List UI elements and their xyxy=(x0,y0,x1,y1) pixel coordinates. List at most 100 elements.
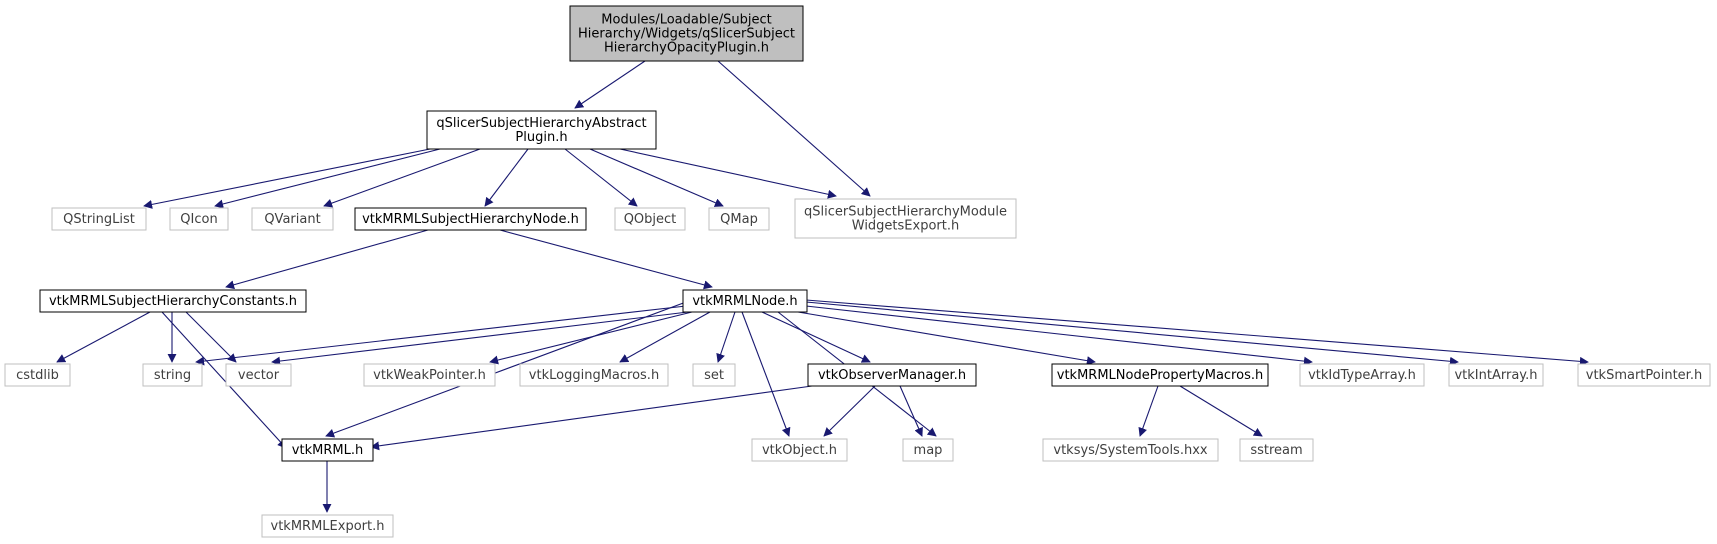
node-constants[interactable]: vtkMRMLSubjectHierarchyConstants.h xyxy=(39,289,307,313)
edge-abstract-to-qstringlist xyxy=(143,148,431,209)
node-qstringlist: QStringList xyxy=(51,207,147,231)
node-box xyxy=(692,363,736,387)
node-set: set xyxy=(692,363,736,387)
edge-mrmlnode-to-propmacros xyxy=(797,311,1096,366)
node-propmacros[interactable]: vtkMRMLNodePropertyMacros.h xyxy=(1051,363,1269,387)
node-box xyxy=(1448,363,1544,387)
edge-observer-to-vtkobject xyxy=(823,385,876,437)
edge-mrmlnode-to-observer xyxy=(761,311,871,363)
node-label: QObject xyxy=(624,212,677,227)
edge-mrmlnode-to-vtkobject xyxy=(741,311,791,437)
node-weakptr: vtkWeakPointer.h xyxy=(363,363,496,387)
edge-abstract-to-qmap xyxy=(589,148,724,207)
node-label: vtkObject.h xyxy=(762,443,837,458)
node-box xyxy=(363,363,496,387)
node-systemtools: vtksys/SystemTools.hxx xyxy=(1042,438,1219,462)
graph-nodes: Modules/Loadable/SubjectHierarchy/Widget… xyxy=(4,5,1711,538)
node-label: cstdlib xyxy=(16,368,59,383)
node-box xyxy=(682,289,808,313)
node-box xyxy=(519,363,669,387)
node-label: vtkMRMLNode.h xyxy=(692,294,797,309)
edge-abstract-to-qobject xyxy=(564,148,638,207)
edge-constants-to-mrml xyxy=(161,311,287,449)
edge-abstract-to-qvariant xyxy=(323,148,481,208)
edge-propmacros-to-systemtools xyxy=(1138,385,1159,437)
node-mrml[interactable]: vtkMRML.h xyxy=(281,438,374,462)
node-shnode[interactable]: vtkMRMLSubjectHierarchyNode.h xyxy=(354,207,587,231)
node-string: string xyxy=(142,363,203,387)
node-label: set xyxy=(704,368,724,383)
node-box xyxy=(902,438,954,462)
edge-constants-to-cstdlib xyxy=(56,311,151,363)
node-label: vector xyxy=(238,368,280,383)
node-label: qSlicerSubjectHierarchyModule xyxy=(804,205,1007,220)
dependency-edges xyxy=(56,60,1589,513)
node-box xyxy=(614,207,686,231)
edge-mrmlnode-to-weakptr xyxy=(489,311,693,365)
edge-mrmlnode-to-string xyxy=(195,305,687,366)
node-qobject: QObject xyxy=(614,207,686,231)
node-vtkobject: vtkObject.h xyxy=(751,438,848,462)
edge-main-to-export xyxy=(717,60,871,197)
node-box xyxy=(794,198,1017,239)
node-label: vtkMRML.h xyxy=(292,443,363,458)
node-qvariant: QVariant xyxy=(251,207,334,231)
node-label: vtksys/SystemTools.hxx xyxy=(1053,443,1208,458)
edge-mrmlnode-to-idtype xyxy=(805,305,1313,366)
edge-shnode-to-constants xyxy=(225,229,429,290)
node-box xyxy=(354,207,587,231)
node-box xyxy=(751,438,848,462)
node-label: vtkIdTypeArray.h xyxy=(1308,368,1416,383)
node-label: qSlicerSubjectHierarchyAbstract xyxy=(436,116,646,131)
node-box xyxy=(281,438,374,462)
node-label: string xyxy=(154,368,191,383)
node-export: qSlicerSubjectHierarchyModuleWidgetsExpo… xyxy=(794,198,1017,239)
node-observer[interactable]: vtkObserverManager.h xyxy=(807,363,977,387)
node-label: vtkMRMLSubjectHierarchyConstants.h xyxy=(49,294,297,309)
node-label: Modules/Loadable/Subject xyxy=(601,13,771,28)
node-label: vtkMRMLExport.h xyxy=(271,519,385,534)
edge-mrmlnode-to-mrml xyxy=(325,301,687,438)
node-label: Plugin.h xyxy=(515,130,567,145)
node-label: vtkWeakPointer.h xyxy=(373,368,486,383)
node-mrmlexport: vtkMRMLExport.h xyxy=(261,514,394,538)
node-mrmlnode[interactable]: vtkMRMLNode.h xyxy=(682,289,808,313)
node-label: Hierarchy/Widgets/qSlicerSubject xyxy=(578,27,795,42)
node-box xyxy=(708,207,770,231)
node-box xyxy=(426,110,657,150)
edge-mrmlnode-to-set xyxy=(716,311,736,363)
node-label: vtkSmartPointer.h xyxy=(1586,368,1702,383)
node-qmap: QMap xyxy=(708,207,770,231)
node-box xyxy=(807,363,977,387)
edge-mrmlnode-to-intarray xyxy=(805,301,1459,366)
edge-abstract-to-qicon xyxy=(214,148,441,209)
node-box xyxy=(142,363,203,387)
node-box xyxy=(569,5,804,62)
edge-abstract-to-shnode xyxy=(484,148,529,207)
edge-observer-to-mrml xyxy=(370,385,813,451)
node-box xyxy=(1051,363,1269,387)
node-cstdlib: cstdlib xyxy=(4,363,71,387)
node-box xyxy=(1299,363,1425,387)
node-label: vtkObserverManager.h xyxy=(818,368,966,383)
edge-abstract-to-export xyxy=(619,148,837,199)
edge-observer-to-map xyxy=(899,385,923,437)
node-idtype: vtkIdTypeArray.h xyxy=(1299,363,1425,387)
node-main: Modules/Loadable/SubjectHierarchy/Widget… xyxy=(569,5,804,62)
node-label: vtkLoggingMacros.h xyxy=(529,368,659,383)
node-logging: vtkLoggingMacros.h xyxy=(519,363,669,387)
node-box xyxy=(4,363,71,387)
node-qicon: QIcon xyxy=(169,207,229,231)
node-box xyxy=(39,289,307,313)
node-label: QIcon xyxy=(180,212,217,227)
node-box xyxy=(1577,363,1711,387)
edge-mrmlnode-to-smartptr xyxy=(805,299,1589,366)
node-label: vtkIntArray.h xyxy=(1454,368,1537,383)
node-box xyxy=(169,207,229,231)
edge-constants-to-vector xyxy=(185,311,237,363)
node-smartptr: vtkSmartPointer.h xyxy=(1577,363,1711,387)
node-label: QStringList xyxy=(63,212,135,227)
